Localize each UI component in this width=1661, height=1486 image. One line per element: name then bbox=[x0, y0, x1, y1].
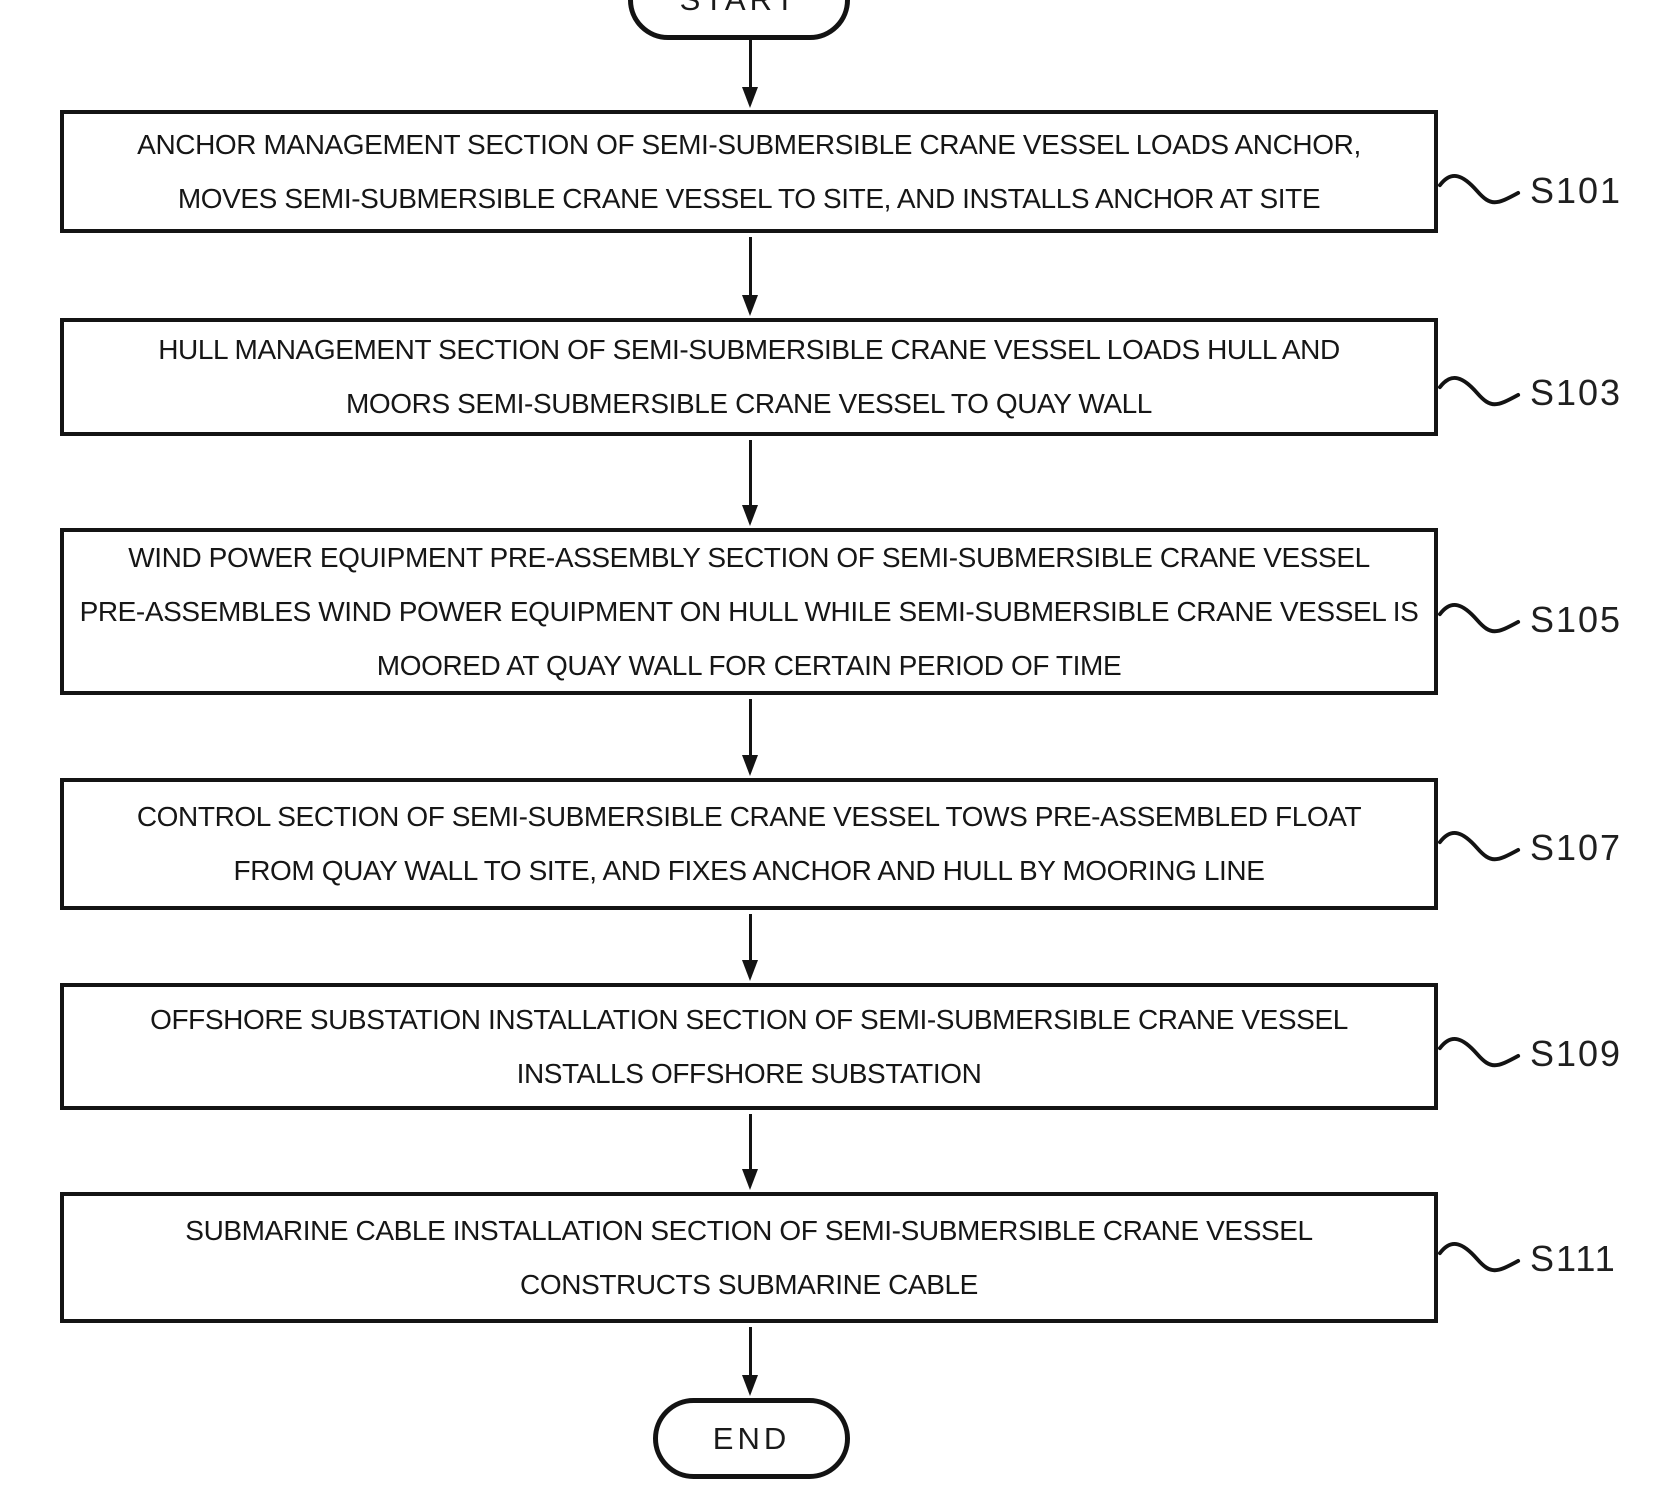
flow-arrow bbox=[741, 440, 759, 526]
label-leader-line bbox=[1438, 376, 1521, 407]
step-text-line: SUBMARINE CABLE INSTALLATION SECTION OF … bbox=[185, 1214, 1313, 1246]
flow-arrow bbox=[741, 1327, 759, 1396]
flow-arrow bbox=[741, 237, 759, 316]
step-text-line: FROM QUAY WALL TO SITE, AND FIXES ANCHOR… bbox=[233, 855, 1265, 886]
flow-arrow bbox=[741, 38, 759, 108]
step-label-s111: S111 bbox=[1438, 1237, 1617, 1281]
arrow-head-icon bbox=[742, 505, 758, 526]
step-box-s103: HULL MANAGEMENT SECTION OF SEMI-SUBMERSI… bbox=[60, 318, 1438, 436]
start-label: START bbox=[680, 0, 799, 18]
arrow-head-icon bbox=[742, 1169, 758, 1190]
step-box-s101: ANCHOR MANAGEMENT SECTION OF SEMI-SUBMER… bbox=[60, 110, 1438, 233]
arrow-shaft bbox=[748, 914, 752, 960]
step-label-s107: S107 bbox=[1438, 826, 1622, 870]
label-leader-line bbox=[1438, 831, 1521, 862]
arrow-shaft bbox=[748, 440, 752, 505]
end-label: END bbox=[712, 1420, 791, 1456]
label-leader-line bbox=[1438, 174, 1521, 205]
step-text-line: MOORED AT QUAY WALL FOR CERTAIN PERIOD O… bbox=[376, 649, 1122, 681]
step-box-s107: CONTROL SECTION OF SEMI-SUBMERSIBLE CRAN… bbox=[60, 778, 1438, 910]
label-leader-line bbox=[1438, 1242, 1521, 1273]
flow-arrow bbox=[741, 1114, 759, 1190]
step-ref: S111 bbox=[1530, 1238, 1617, 1279]
step-ref: S101 bbox=[1530, 170, 1623, 211]
end-terminal: END bbox=[653, 1398, 850, 1479]
step-text-line: HULL MANAGEMENT SECTION OF SEMI-SUBMERSI… bbox=[158, 334, 1340, 365]
step-text-line: CONSTRUCTS SUBMARINE CABLE bbox=[520, 1268, 978, 1300]
step-text-line: CONTROL SECTION OF SEMI-SUBMERSIBLE CRAN… bbox=[136, 801, 1362, 832]
step-text-line: ANCHOR MANAGEMENT SECTION OF SEMI-SUBMER… bbox=[137, 128, 1361, 160]
arrow-shaft bbox=[748, 237, 752, 295]
arrow-shaft bbox=[748, 1327, 752, 1375]
step-ref: S103 bbox=[1530, 372, 1623, 413]
step-text-line: INSTALLS OFFSHORE SUBSTATION bbox=[516, 1057, 982, 1089]
step-ref: S109 bbox=[1530, 1033, 1623, 1074]
arrow-head-icon bbox=[742, 1375, 758, 1396]
step-box-s105: WIND POWER EQUIPMENT PRE-ASSEMBLY SECTIO… bbox=[60, 528, 1438, 695]
arrow-shaft bbox=[748, 38, 752, 87]
label-leader-line bbox=[1438, 603, 1521, 634]
step-label-s101: S101 bbox=[1438, 169, 1622, 213]
step-box-s111: SUBMARINE CABLE INSTALLATION SECTION OF … bbox=[60, 1192, 1438, 1323]
arrow-shaft bbox=[748, 1114, 752, 1169]
step-label-s105: S105 bbox=[1438, 598, 1622, 642]
step-label-s103: S103 bbox=[1438, 371, 1622, 415]
step-label-s109: S109 bbox=[1438, 1032, 1622, 1076]
arrow-head-icon bbox=[742, 755, 758, 776]
step-ref: S107 bbox=[1530, 827, 1623, 868]
step-text-line: MOORS SEMI-SUBMERSIBLE CRANE VESSEL TO Q… bbox=[346, 388, 1152, 419]
step-text-line: WIND POWER EQUIPMENT PRE-ASSEMBLY SECTIO… bbox=[128, 541, 1370, 573]
start-terminal: START bbox=[628, 0, 850, 40]
step-ref: S105 bbox=[1530, 599, 1623, 640]
flow-arrow bbox=[741, 914, 759, 981]
arrow-shaft bbox=[748, 699, 752, 755]
arrow-head-icon bbox=[742, 295, 758, 316]
step-text-line: PRE-ASSEMBLES WIND POWER EQUIPMENT ON HU… bbox=[79, 595, 1419, 627]
step-text-line: OFFSHORE SUBSTATION INSTALLATION SECTION… bbox=[150, 1003, 1348, 1035]
step-box-s109: OFFSHORE SUBSTATION INSTALLATION SECTION… bbox=[60, 983, 1438, 1110]
step-text-line: MOVES SEMI-SUBMERSIBLE CRANE VESSEL TO S… bbox=[177, 182, 1321, 214]
arrow-head-icon bbox=[742, 960, 758, 981]
flow-arrow bbox=[741, 699, 759, 776]
label-leader-line bbox=[1438, 1037, 1521, 1068]
arrow-head-icon bbox=[742, 87, 758, 108]
